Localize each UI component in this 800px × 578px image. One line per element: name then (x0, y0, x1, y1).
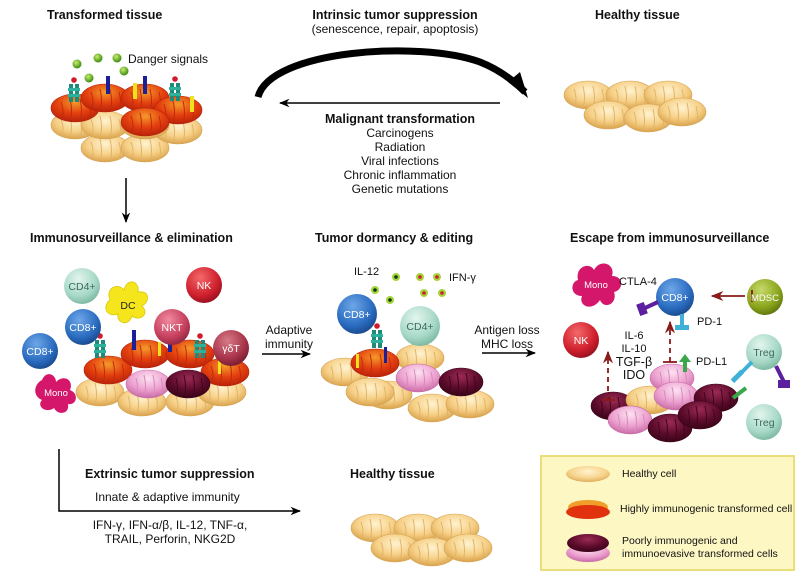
escape-mono-cell (572, 263, 622, 307)
legend-label-high: Highly immunogenic transformed cell (620, 502, 793, 515)
antigen-line2: MHC loss (480, 337, 533, 351)
intrinsic-suppression-arrow (254, 47, 528, 99)
pdl1-label: PD-L1 (696, 356, 728, 368)
escape-cd8-cell (656, 278, 694, 316)
healthy-tissue-bottom-cluster (350, 513, 493, 567)
dormancy-cd8-cell (337, 294, 377, 334)
cytokine-labels: IL-6 IL-10 TGF-β IDO (612, 330, 656, 382)
danger-signals-label: Danger signals (128, 52, 209, 66)
cytokine-il10: IL-10 (621, 343, 647, 355)
treg-cell-2 (746, 404, 782, 440)
cd8-cell-2 (22, 333, 58, 369)
heading-dormancy: Tumor dormancy & editing (315, 231, 474, 245)
treg-receptors (730, 360, 790, 388)
mediators-line1: IFN-γ, IFN-α/β, IL-12, TNF-α, (92, 518, 248, 532)
cause-item: Carcinogens (366, 126, 434, 140)
antigen-line1: Antigen loss (474, 323, 540, 337)
healthy-cell-swatch-icon (566, 466, 610, 482)
extrinsic-subtitle: Innate & adaptive immunity (95, 490, 240, 504)
label-dc: DC (120, 300, 136, 312)
legend-item-healthy: Healthy cell (564, 463, 676, 485)
label-cd8-2: CD8+ (26, 346, 53, 358)
adaptive-line2: immunity (264, 337, 313, 351)
extrinsic-suppression-arrow (58, 449, 302, 516)
mediators-line2: TRAIL, Perforin, NKG2D (104, 532, 236, 546)
cytokine-dots (371, 273, 446, 304)
nk-cell (186, 267, 222, 303)
ctla4-label: CTLA-4 (619, 276, 657, 288)
inhibition-arrows (601, 290, 753, 401)
label-mono: Mono (44, 388, 68, 399)
cause-item: Chronic inflammation (343, 168, 457, 182)
legend-poor-line2: immunoevasive transformed cells (622, 548, 778, 560)
antigen-loss-label: Antigen loss MHC loss (470, 323, 544, 351)
gdt-cell (213, 330, 249, 366)
label-nkt: NKT (162, 322, 184, 334)
escape-nk-cell (563, 322, 599, 358)
legend-box: Healthy cell Highly immunogenic transfor… (540, 455, 795, 571)
extrinsic-mediators: IFN-γ, IFN-α/β, IL-12, TNF-α, TRAIL, Per… (70, 518, 270, 546)
malignant-causes: Carcinogens Radiation Viral infections C… (300, 126, 500, 196)
danger-signal-dots (72, 53, 129, 83)
cause-item: Genetic mutations (351, 182, 449, 196)
mdsc-cell (747, 279, 783, 315)
ctla4-receptor (636, 300, 659, 317)
cytokine-tgfb: TGF-β (615, 355, 653, 369)
heading-intrinsic-suppression: Intrinsic tumor suppression (312, 8, 478, 22)
label-treg-1: Treg (753, 347, 774, 359)
legend-poor-line1: Poorly immunogenic and (622, 535, 738, 547)
cd8-cell-1 (65, 309, 101, 345)
label-treg-2: Treg (753, 417, 774, 429)
label-dormancy-cd8: CD8+ (343, 309, 370, 321)
pdl1-ligand (679, 354, 748, 400)
cytokine-ido: IDO (622, 368, 646, 382)
dormancy-tumor-cluster (320, 323, 495, 423)
label-cd4: CD4+ (68, 281, 95, 293)
legend-item-high: Highly immunogenic transformed cell (564, 497, 792, 521)
label-cd8-1: CD8+ (69, 322, 96, 334)
legend-label-healthy: Healthy cell (622, 467, 677, 480)
transformed-tissue-cluster (50, 76, 203, 163)
cd4-cell (64, 268, 100, 304)
label-dormancy-cd4: CD4+ (406, 321, 433, 333)
evasive-cell-swatch-icon (566, 534, 610, 562)
intrinsic-subtitle: (senescence, repair, apoptosis) (311, 22, 479, 36)
intrinsic-arrowhead (508, 72, 528, 98)
adaptive-line1: Adaptive (265, 323, 313, 337)
il12-label: IL-12 (354, 266, 380, 278)
ifng-label: IFN-γ (449, 272, 476, 284)
healthy-tissue-top-cluster (563, 80, 707, 133)
dc-cell (105, 281, 148, 324)
dormancy-cd4-cell (400, 306, 440, 346)
pd1-receptor (675, 314, 689, 330)
cell-labels: CD4+ CD8+ CD8+ DC NK NKT γδT Mono CD8+ C… (26, 280, 779, 429)
heading-transformed-tissue: Transformed tissue (47, 8, 163, 22)
legend-item-poor: Poorly immunogenic and immunoevasive tra… (564, 531, 778, 565)
label-nk: NK (197, 280, 212, 292)
label-gdt: γδT (222, 343, 240, 355)
heading-healthy-tissue-top: Healthy tissue (595, 8, 680, 22)
cytokine-il6: IL-6 (624, 330, 644, 342)
treg-cell-1 (746, 334, 782, 370)
legend-label-poor: Poorly immunogenic and immunoevasive tra… (622, 535, 778, 561)
heading-immunosurveillance: Immunosurveillance & elimination (30, 231, 233, 245)
heading-healthy-tissue-bottom: Healthy tissue (350, 467, 435, 481)
mono-cell-elimination (35, 374, 76, 413)
nkt-cell (154, 309, 190, 345)
label-escape-cd8: CD8+ (661, 292, 688, 304)
label-mdsc: MDSC (751, 293, 779, 304)
immunogenic-cell-swatch-icon (566, 500, 610, 519)
heading-extrinsic-suppression: Extrinsic tumor suppression (85, 467, 255, 481)
cause-item: Viral infections (361, 154, 439, 168)
malignant-transformation-title: Malignant transformation (324, 112, 475, 126)
label-escape-mono: Mono (584, 280, 608, 291)
label-escape-nk: NK (574, 335, 589, 347)
heading-escape: Escape from immunosurveillance (570, 231, 770, 245)
cause-item: Radiation (374, 140, 426, 154)
pd1-label: PD-1 (697, 316, 723, 328)
adaptive-immunity-label: Adaptive immunity (262, 323, 316, 351)
